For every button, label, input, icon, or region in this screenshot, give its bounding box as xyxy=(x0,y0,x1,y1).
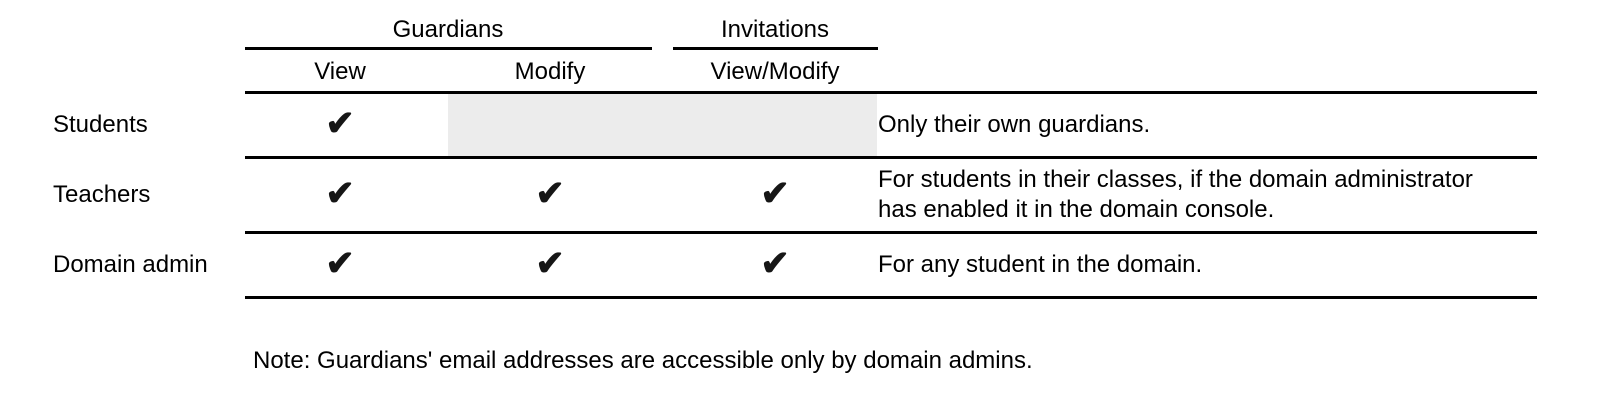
row-note: For any student in the domain. xyxy=(878,251,1203,278)
row-divider xyxy=(245,296,1537,299)
disabled-cell xyxy=(448,94,877,156)
column-header-view: View xyxy=(314,58,366,85)
footnote: Note: Guardians' email addresses are acc… xyxy=(253,347,1033,374)
row-divider xyxy=(245,156,1537,159)
invitations-underline xyxy=(673,47,878,50)
guardians-view-check-icon: ✔ xyxy=(325,174,355,214)
column-group-label-guardians: Guardians xyxy=(392,16,504,43)
guardians-modify-check-icon: ✔ xyxy=(535,244,565,284)
invitations-view-modify-check-icon: ✔ xyxy=(760,244,790,284)
invitations-view-modify-check-icon: ✔ xyxy=(760,174,790,214)
guardians-view-check-icon: ✔ xyxy=(325,244,355,284)
guardians-underline xyxy=(245,47,652,50)
row-note: For students in their classes, if the do… xyxy=(878,166,1473,223)
row-label: Students xyxy=(53,111,148,138)
column-header-modify: Modify xyxy=(514,58,586,85)
column-group-label-invitations: Invitations xyxy=(720,16,830,43)
guardians-view-check-icon: ✔ xyxy=(325,104,355,144)
table-row-students: Students ✔ Only their own guardians. xyxy=(0,94,1600,156)
table-row-domain-admin: Domain admin ✔ ✔ ✔ For any student in th… xyxy=(0,234,1600,296)
column-header-view-modify: View/Modify xyxy=(710,58,840,85)
guardians-modify-check-icon: ✔ xyxy=(535,174,565,214)
row-label: Teachers xyxy=(53,181,151,208)
table-row-teachers: Teachers ✔ ✔ ✔ For students in their cla… xyxy=(0,159,1600,231)
row-note: Only their own guardians. xyxy=(878,111,1151,138)
row-divider xyxy=(245,91,1537,94)
row-label: Domain admin xyxy=(53,251,208,278)
row-divider xyxy=(245,231,1537,234)
